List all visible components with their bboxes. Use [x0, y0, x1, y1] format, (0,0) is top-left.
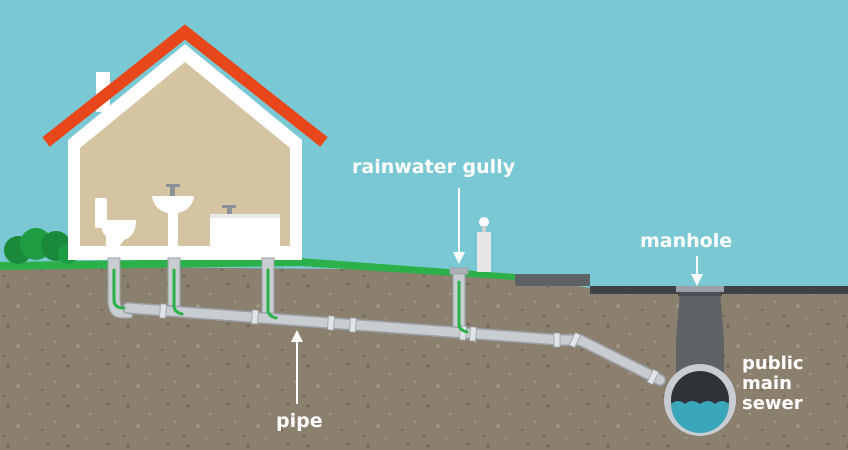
- pavement: [515, 274, 590, 286]
- drop-pipes: [107, 257, 469, 333]
- public-main-sewer: [664, 364, 736, 436]
- washbasin: [152, 184, 194, 248]
- roof: [42, 24, 328, 147]
- grass: [0, 258, 515, 280]
- label-main: main: [742, 373, 792, 394]
- flow-arrow-gully: [457, 280, 469, 334]
- label-sewer: sewer: [742, 393, 803, 414]
- floor: [80, 246, 290, 250]
- house: [42, 24, 328, 260]
- label-rainwater-gully: rainwater gully: [352, 156, 516, 178]
- flow-arrows: [112, 268, 469, 334]
- flow-arrow-toilet: [112, 268, 126, 310]
- label-public-main-sewer: public main sewer: [742, 354, 804, 414]
- flow-arrow-basin: [172, 268, 184, 316]
- bath: [210, 205, 280, 248]
- pointer-arrows: [291, 188, 703, 404]
- post-light: [477, 217, 491, 272]
- drain-pipe-fill: [123, 303, 665, 385]
- flow-arrow-bath: [266, 268, 278, 320]
- house-interior: [80, 62, 290, 250]
- toilet: [95, 198, 136, 248]
- manhole: [676, 286, 724, 380]
- label-pipe: pipe: [276, 410, 323, 432]
- label-manhole: manhole: [640, 230, 733, 252]
- label-public: public: [742, 353, 804, 374]
